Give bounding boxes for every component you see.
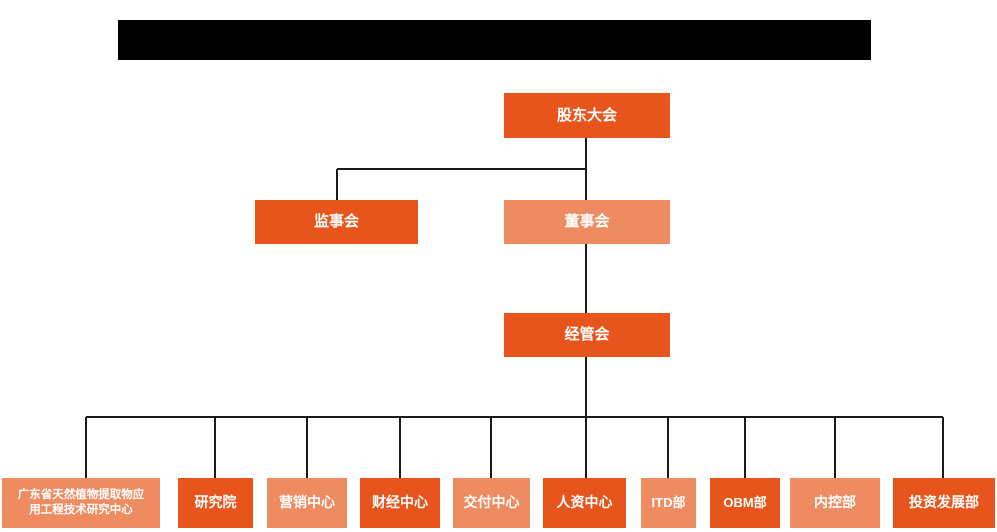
org-node-hr[interactable]: 人资中心 [543,478,626,528]
org-node-supervisors[interactable]: 监事会 [255,200,418,244]
org-node-label-delivery: 交付中心 [463,494,520,511]
org-node-label-shareholders: 股东大会 [556,106,617,124]
org-node-institute[interactable]: 研究院 [178,478,253,528]
org-node-label-hr: 人资中心 [556,494,613,511]
org-node-finance[interactable]: 财经中心 [360,478,440,528]
org-node-obm[interactable]: OBM部 [710,478,780,528]
org-node-label-investment: 投资发展部 [909,494,979,511]
org-node-label-itd: ITD部 [651,494,686,510]
org-node-rd-center[interactable]: 广东省天然植物提取物应 用工程技术研究中心 [2,478,160,528]
org-node-management[interactable]: 经管会 [504,313,670,357]
org-node-label-marketing: 营销中心 [279,494,335,511]
org-node-label-institute: 研究院 [194,494,237,511]
org-node-shareholders[interactable]: 股东大会 [504,93,670,138]
org-node-label-finance: 财经中心 [372,494,428,511]
org-node-internal-ctl[interactable]: 内控部 [790,478,880,528]
org-node-delivery[interactable]: 交付中心 [453,478,530,528]
org-node-itd[interactable]: ITD部 [641,478,696,528]
org-node-label-internal-ctl: 内控部 [814,494,856,511]
org-node-label-supervisors: 监事会 [313,213,359,231]
org-node-label-obm: OBM部 [723,494,767,510]
org-node-investment[interactable]: 投资发展部 [893,478,995,528]
org-node-marketing[interactable]: 营销中心 [267,478,347,528]
org-node-label-management: 经管会 [564,326,610,344]
org-node-label-rd-center: 广东省天然植物提取物应 用工程技术研究中心 [17,489,145,516]
org-node-directors[interactable]: 董事会 [504,200,670,244]
redacted-title-bar [118,20,871,60]
org-node-label-directors: 董事会 [564,213,610,231]
